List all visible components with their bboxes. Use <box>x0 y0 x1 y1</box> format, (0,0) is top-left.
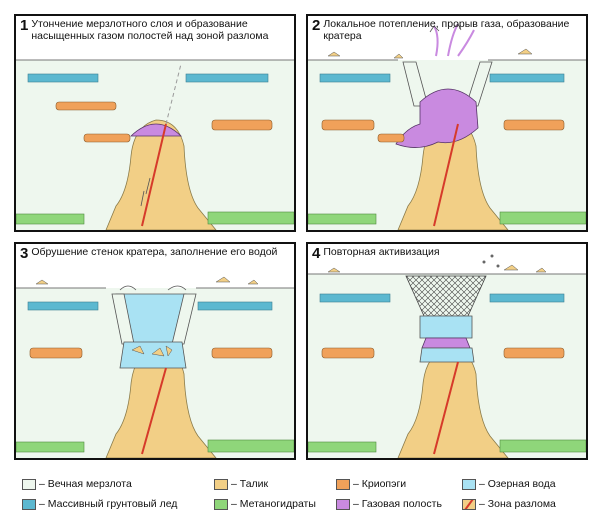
legend-swatch-cryopeg <box>336 478 350 490</box>
panel-2-number: 2 <box>312 17 321 34</box>
legend-item-talik: – Талик <box>214 478 268 490</box>
legend-swatch-ground-ice <box>22 498 36 510</box>
panel-2-diagram <box>308 16 586 230</box>
legend-swatch-talik <box>214 478 228 490</box>
panel-4-diagram <box>308 244 586 458</box>
legend-label-permafrost: – Вечная мерзлота <box>39 478 132 490</box>
legend-label-fault: – Зона разлома <box>479 498 556 510</box>
legend-label-lake-water: – Озерная вода <box>479 478 556 490</box>
legend-item-lake-water: – Озерная вода <box>462 478 556 490</box>
legend-item-fault: – Зона разлома <box>462 498 556 510</box>
legend-swatch-gas-cavity <box>336 498 350 510</box>
legend: – Вечная мерзлота – Талик – Криопэги – О… <box>0 472 600 528</box>
panel-3-title-text: Обрушение стенок кратера, заполнение его… <box>31 246 278 258</box>
panel-2-title-text: Локальное потепление, прорыв газа, образ… <box>323 18 570 42</box>
legend-item-gas-cavity: – Газовая полость <box>336 498 442 510</box>
legend-label-ground-ice: – Массивный грунтовый лед <box>39 498 178 510</box>
panel-1-number: 1 <box>20 17 29 34</box>
legend-swatch-permafrost <box>22 478 36 490</box>
legend-item-methane-hydrate: – Метаногидраты <box>214 498 316 510</box>
legend-label-methane-hydrate: – Метаногидраты <box>231 498 316 510</box>
panel-1-title-text: Утончение мерзлотного слоя и образование… <box>31 18 269 42</box>
legend-item-cryopeg: – Криопэги <box>336 478 406 490</box>
legend-label-gas-cavity: – Газовая полость <box>353 498 442 510</box>
fault-icon <box>462 498 476 510</box>
panel-1-diagram <box>16 16 294 230</box>
panel-3-diagram <box>16 244 294 458</box>
panel-3-number: 3 <box>20 245 29 262</box>
panel-4-title-text: Повторная активизация <box>323 246 440 258</box>
legend-label-talik: – Талик <box>231 478 269 490</box>
legend-item-ground-ice: – Массивный грунтовый лед <box>22 498 177 510</box>
legend-swatch-lake-water <box>462 478 476 490</box>
legend-item-permafrost: – Вечная мерзлота <box>22 478 132 490</box>
panel-4-number: 4 <box>312 245 321 262</box>
legend-swatch-methane-hydrate <box>214 498 228 510</box>
legend-label-cryopeg: – Криопэги <box>353 478 407 490</box>
